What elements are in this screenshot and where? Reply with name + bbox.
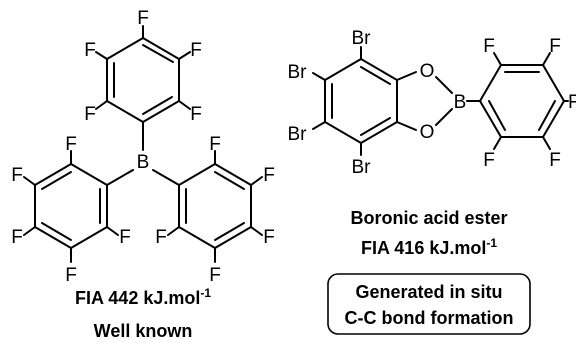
left-note: Well known xyxy=(94,321,193,341)
atom-label: F xyxy=(65,265,77,286)
note-box xyxy=(327,273,531,335)
atom-label: Br xyxy=(288,124,308,145)
atom-label: F xyxy=(190,40,202,61)
box-line-1: Generated in situ xyxy=(355,282,502,302)
bond-lines xyxy=(23,25,263,263)
boronic-acid-ester-structure: Br Br Br Br O O B F F F F F Boronic acid… xyxy=(288,28,576,335)
right-fia-caption: FIA 416 kJ.mol-1 xyxy=(361,236,497,258)
box-line-2: C-C bond formation xyxy=(345,308,514,328)
atom-label: F xyxy=(209,134,221,155)
atom-label: F xyxy=(11,227,23,248)
atom-label: F xyxy=(209,265,221,286)
bond-lines xyxy=(312,46,569,156)
atom-label: F xyxy=(119,227,131,248)
atom-label: F xyxy=(137,8,149,29)
atom-label: Br xyxy=(288,62,308,83)
atom-label: F xyxy=(84,40,96,61)
atom-label: F xyxy=(549,36,561,57)
atom-label: F xyxy=(84,104,96,125)
atom-label: F xyxy=(263,227,275,248)
tris-pentafluorophenyl-borane: F F F F F F F F F F F F F F F B FIA 442 … xyxy=(11,8,275,341)
oxygen-label: O xyxy=(420,122,435,143)
atom-label: F xyxy=(483,36,495,57)
atom-label: F xyxy=(11,165,23,186)
atom-label: F xyxy=(483,150,495,171)
atom-label: F xyxy=(155,227,167,248)
atom-label: Br xyxy=(352,28,372,49)
boron-label: B xyxy=(137,152,150,173)
atom-label: F xyxy=(549,150,561,171)
atom-label: F xyxy=(263,165,275,186)
atom-label: F xyxy=(190,104,202,125)
atom-label: F xyxy=(568,92,576,113)
boron-label: B xyxy=(454,92,467,113)
atom-label: F xyxy=(65,134,77,155)
atom-label: Br xyxy=(352,157,372,178)
right-title: Boronic acid ester xyxy=(350,208,507,228)
left-fia-caption: FIA 442 kJ.mol-1 xyxy=(75,286,211,308)
oxygen-label: O xyxy=(420,61,435,82)
